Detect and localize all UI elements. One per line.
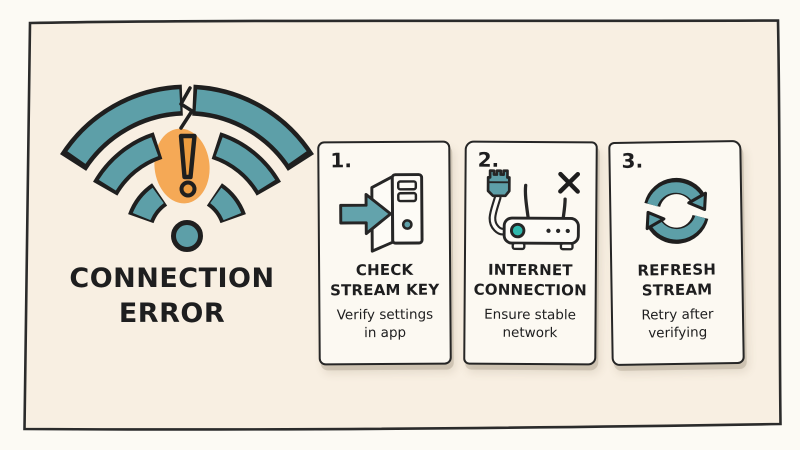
wifi-dot [171,220,203,252]
step-card-internet-connection: 2. [463,140,598,366]
server-with-arrow-icon [338,173,424,253]
error-heading-line1: CONNECTION [69,263,275,294]
steps-row: 1. CHECK STREAM KEY Verify settings in a… [317,139,745,367]
exclamation-bar [178,133,197,180]
step-subtitle: Verify settings in app [336,306,434,341]
error-heading: CONNECTION ERROR [38,262,306,331]
ethernet-plug [486,169,511,198]
step-card-check-stream-key: 1. CHECK STREAM KEY Verify settings in a… [317,140,452,366]
x-mark [557,171,580,194]
step-number: 2. [477,147,500,172]
step-title: CHECK STREAM KEY [330,260,440,299]
arrow-into-server [338,192,392,236]
step-subtitle: Retry after verifying [641,306,714,341]
broken-wifi-exclamation-icon [60,84,314,252]
router-cable-x-icon [486,169,580,251]
refresh-arrows-icon [643,177,708,244]
error-heading-line2: ERROR [118,297,226,329]
router-led [509,222,525,239]
step-title: REFRESH STREAM [637,260,717,300]
crack-line [179,86,194,130]
step-number: 3. [621,148,644,173]
exclamation-dot [179,180,197,198]
step-number: 1. [330,148,352,173]
step-card-refresh-stream: 3. REFRESH STREAM R [608,139,745,367]
step-subtitle: Ensure stable network [484,306,576,341]
step-title: INTERNET CONNECTION [473,260,587,299]
